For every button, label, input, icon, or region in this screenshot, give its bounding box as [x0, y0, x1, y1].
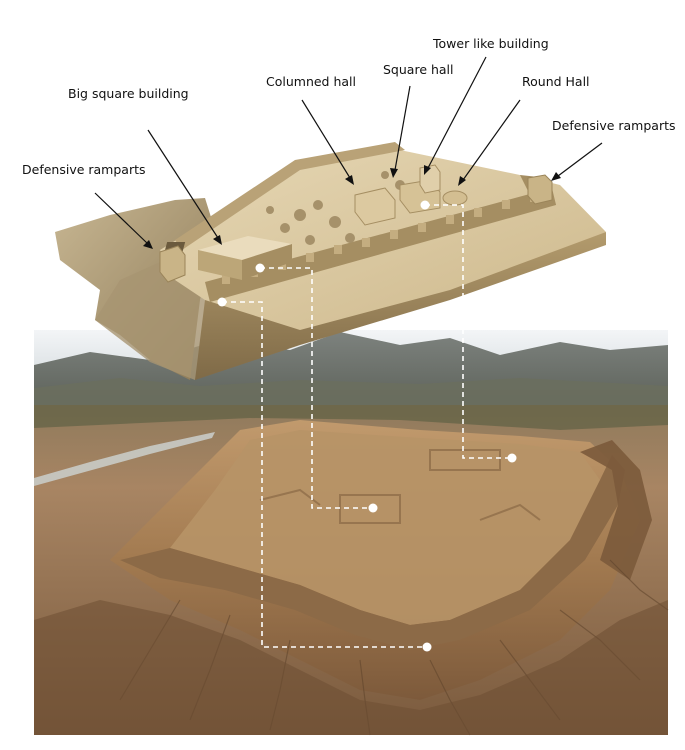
model-round-hall — [442, 190, 468, 206]
label-big-square-building: Big square building — [68, 86, 189, 101]
connector-dots — [217, 200, 517, 652]
model-front-rampart — [205, 188, 556, 302]
dot-photo-columned — [368, 503, 378, 513]
labels: Tower like building Square hall Columned… — [22, 36, 676, 177]
model-big-square-building-side — [242, 244, 292, 280]
arrow-square-hall — [390, 85, 411, 178]
arrow-big-square-building — [147, 129, 222, 245]
label-defensive-ramparts-right: Defensive ramparts — [552, 118, 676, 133]
model-left-towers — [159, 245, 186, 283]
dot-model-columned — [255, 263, 265, 273]
model-columned-hall — [354, 187, 396, 226]
arrow-tower-like-building — [424, 56, 487, 175]
label-tower-like-building: Tower like building — [432, 36, 549, 51]
dot-photo-big-square — [422, 642, 432, 652]
arrow-defensive-ramparts-left — [94, 192, 153, 249]
connector-columned-hall — [260, 267, 373, 509]
label-round-hall: Round Hall — [522, 74, 590, 89]
photo-rampart-ridge — [120, 455, 625, 650]
connector-big-square — [222, 301, 427, 648]
pointer-arrows — [94, 56, 603, 249]
model-big-square-building-front — [198, 250, 242, 280]
model-tower — [419, 164, 441, 194]
model-back-rampart — [175, 142, 405, 250]
arrow-defensive-ramparts-right — [551, 142, 603, 181]
model-right-tower — [527, 174, 553, 205]
arrow-round-hall — [458, 99, 521, 186]
label-columned-hall: Columned hall — [266, 74, 356, 89]
connector-round-hall — [425, 204, 512, 459]
model-big-square-building-top — [198, 236, 292, 260]
dot-model-round-hall — [420, 200, 430, 210]
aerial-photo — [34, 330, 669, 736]
dot-photo-round-hall — [507, 453, 517, 463]
photo-river — [34, 432, 215, 486]
label-square-hall: Square hall — [383, 62, 454, 77]
photo-right-ridge — [580, 440, 652, 580]
label-defensive-ramparts-left: Defensive ramparts — [22, 162, 146, 177]
photo-foreground — [34, 600, 668, 735]
dot-model-big-square — [217, 297, 227, 307]
photo-vegetation-band — [34, 405, 668, 430]
model-courtyard-trees — [266, 171, 405, 245]
model-hill-slope — [95, 262, 215, 380]
arrow-columned-hall — [301, 99, 354, 185]
reconstruction-model — [55, 142, 606, 380]
photo-plateau-top — [170, 430, 600, 625]
dashed-connectors — [222, 204, 512, 648]
photo-ruin-traces — [259, 449, 541, 524]
